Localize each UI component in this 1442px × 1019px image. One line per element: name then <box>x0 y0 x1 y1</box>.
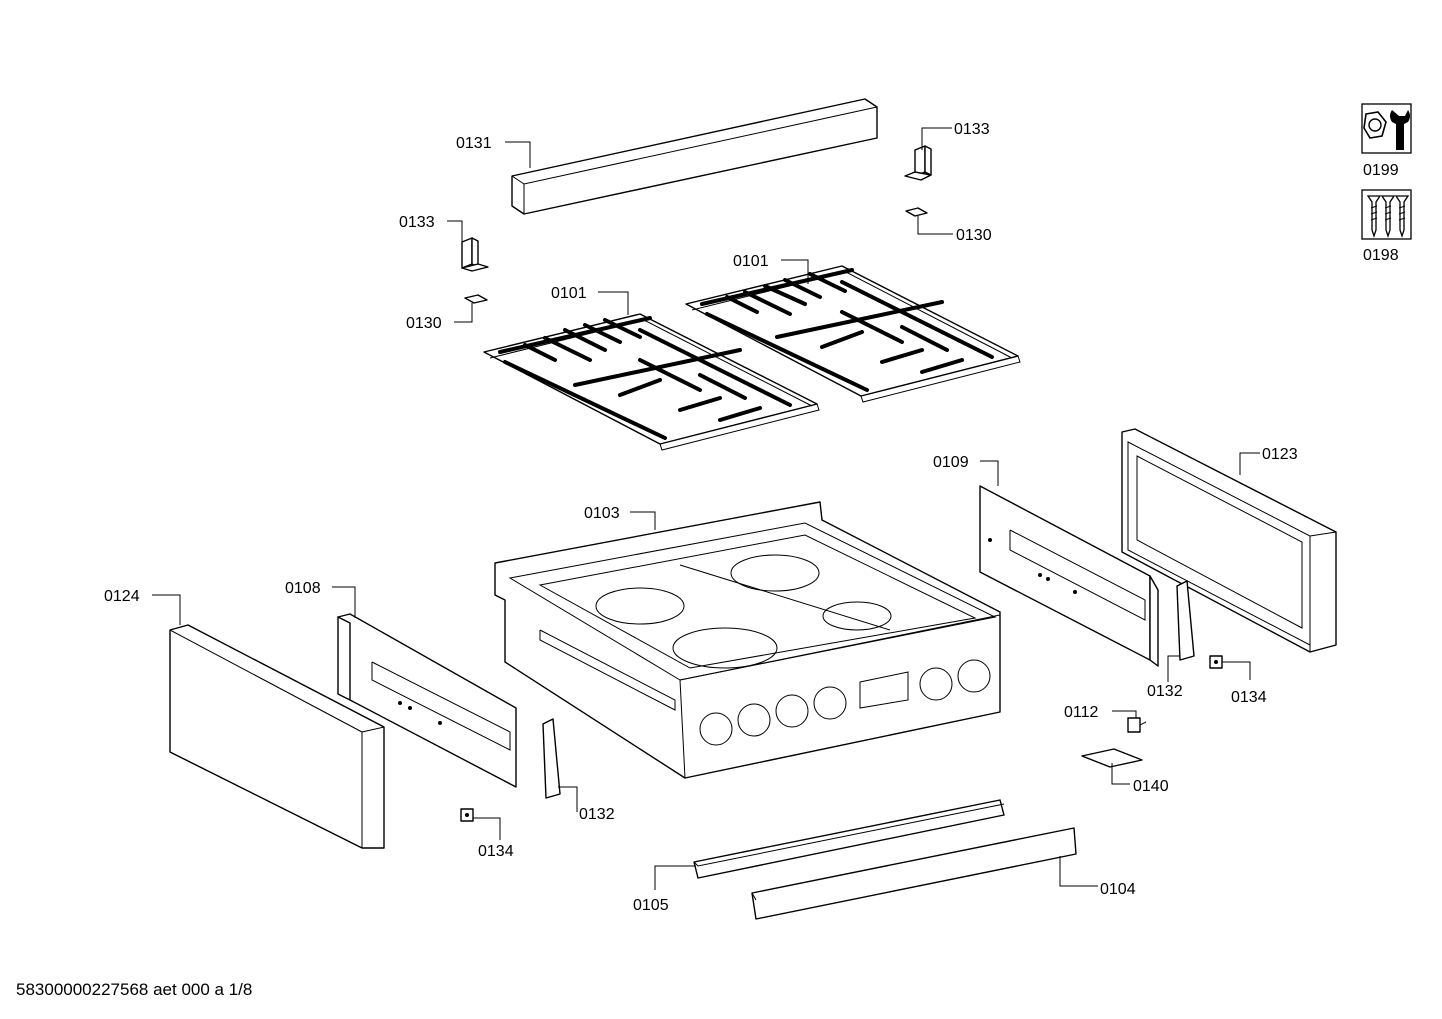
label-0103: 0103 <box>584 505 620 522</box>
part-0131-backguard-trim[interactable] <box>511 98 878 215</box>
part-0132-bracket-left[interactable] <box>542 718 561 799</box>
label-0105: 0105 <box>633 897 669 914</box>
part-0101-grate-left[interactable] <box>483 313 820 451</box>
label-0130-top: 0130 <box>956 227 992 244</box>
part-0140-plate[interactable] <box>1081 748 1143 768</box>
label-0133-left: 0133 <box>399 214 435 231</box>
part-0108-side-panel-left[interactable] <box>337 613 517 788</box>
part-0134-clip-right[interactable] <box>1209 655 1223 669</box>
screws-icon <box>1366 195 1410 239</box>
part-0133-bracket-top[interactable] <box>904 145 932 181</box>
label-0124: 0124 <box>104 588 140 605</box>
label-0198: 0198 <box>1363 247 1399 264</box>
label-0130-left: 0130 <box>406 315 442 332</box>
display-panel <box>859 671 909 709</box>
label-0104: 0104 <box>1100 881 1136 898</box>
part-0134-clip-left[interactable] <box>460 808 474 822</box>
part-0130-pad-left[interactable] <box>464 294 488 304</box>
label-0199: 0199 <box>1363 162 1399 179</box>
label-0101-right: 0101 <box>733 253 769 270</box>
label-0109: 0109 <box>933 454 969 471</box>
label-0112: 0112 <box>1064 704 1099 721</box>
label-0108: 0108 <box>285 580 321 597</box>
part-0104-kick-plate[interactable] <box>751 827 1077 920</box>
label-0134-right: 0134 <box>1231 689 1267 706</box>
label-0133-top: 0133 <box>954 121 990 138</box>
part-0103-cooktop-body[interactable] <box>494 501 1001 779</box>
part-0132-bracket-right[interactable] <box>1176 580 1195 661</box>
wrench-nut-icon <box>1363 110 1410 150</box>
label-0101-left: 0101 <box>551 285 587 302</box>
document-number: 58300000227568 aet 000 a 1/8 <box>16 980 253 999</box>
part-0109-side-panel-right[interactable] <box>979 485 1159 667</box>
part-0112-valve[interactable] <box>1127 717 1147 733</box>
control-knobs <box>699 659 991 746</box>
label-0132-right: 0132 <box>1147 683 1183 700</box>
part-0124-side-cover-left[interactable] <box>169 624 385 849</box>
part-0123-side-frame-right[interactable] <box>1121 428 1337 653</box>
part-labels: 0131 0133 0133 0130 0130 0101 0101 0109 … <box>104 121 1298 914</box>
part-0101-grate-right[interactable] <box>685 265 1021 403</box>
part-0130-pad-top[interactable] <box>905 207 928 217</box>
label-0132-left: 0132 <box>579 806 615 823</box>
service-kit-0199[interactable]: 0199 <box>1361 103 1412 179</box>
label-0123: 0123 <box>1262 446 1298 463</box>
label-0131: 0131 <box>456 135 492 152</box>
service-kit-0198[interactable]: 0198 <box>1361 189 1412 264</box>
label-0134-left: 0134 <box>478 843 514 860</box>
leader-lines <box>152 127 1260 890</box>
label-0140: 0140 <box>1133 778 1169 795</box>
part-0133-bracket-left[interactable] <box>461 237 489 272</box>
part-0105-rail[interactable] <box>693 799 1005 879</box>
